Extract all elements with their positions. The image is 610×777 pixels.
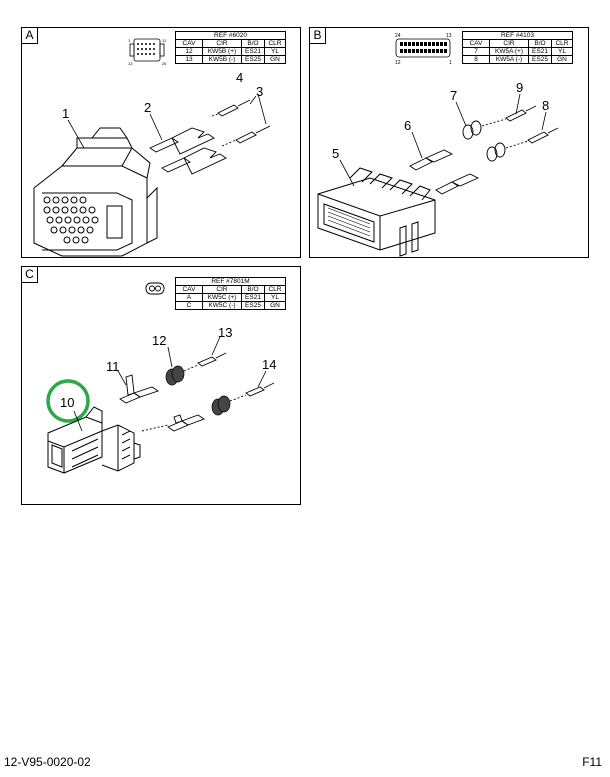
table-row: A KW5C (+) ES21 YL (175, 293, 286, 302)
seal-b (462, 120, 506, 162)
panel-b-label: B (310, 28, 326, 44)
ref-table-c: REF #7801M CAV CIR B/O CLR A KW5C (+) ES… (175, 277, 286, 310)
callout-13: 13 (218, 325, 232, 340)
pin-label: 13 (446, 33, 452, 39)
terminal-a (149, 127, 227, 175)
connector-housing-b (317, 167, 436, 257)
diagram-c: 10 11 12 13 14 (46, 282, 276, 474)
callout-6: 6 (404, 118, 411, 133)
highlight-circle (46, 379, 90, 423)
connector-face-icon-c (145, 282, 165, 295)
leader-lines-b (339, 93, 547, 187)
pin-label: 12 (395, 60, 401, 66)
page-code: F11 (582, 755, 602, 769)
callout-2: 2 (144, 100, 151, 115)
callout-8: 8 (542, 98, 549, 113)
table-row: 13 KW5B (-) ES25 GN (175, 55, 286, 64)
ref-table-b: REF #4103 CAV CIR B/O CLR 7 KW5A (+) ES2… (462, 31, 573, 64)
pin-label: 13 (128, 61, 133, 66)
panel-a: A REF #6020 CAV CIR B/O CLR 12 KW5B (+) … (21, 27, 301, 258)
pin-label: 1 (128, 38, 131, 43)
callout-9: 9 (516, 80, 523, 95)
connector-housing-c (47, 406, 141, 474)
callout-3: 3 (256, 84, 263, 99)
callout-5: 5 (332, 146, 339, 161)
callout-11: 11 (106, 359, 120, 374)
diagram-a: 1 12 13 26 (33, 38, 271, 257)
wire-c (141, 352, 275, 432)
diagram-b: 24 13 12 1 (317, 33, 559, 257)
pin-label: 24 (395, 33, 401, 39)
terminal-c (119, 374, 205, 432)
cell: GN (264, 301, 286, 310)
panel-c: C REF #7801M CAV CIR B/O CLR A KW5C (+) … (21, 266, 301, 505)
ref-table-a: REF #6020 CAV CIR B/O CLR 12 KW5B (+) ES… (175, 31, 286, 64)
cell: GN (551, 55, 573, 64)
callout-12: 12 (152, 333, 166, 348)
callout-4: 4 (236, 70, 243, 85)
panel-a-label: A (22, 28, 38, 44)
terminal-b (409, 149, 480, 195)
connector-face-icon-a (129, 38, 165, 62)
table-row: C KW5C (-) ES25 GN (175, 301, 286, 310)
callout-1: 1 (62, 106, 69, 121)
pin-label: 26 (162, 61, 167, 66)
callout-10: 10 (60, 395, 74, 410)
table-row: 8 KW5A (-) ES25 GN (462, 55, 573, 64)
leader-lines-c (73, 336, 267, 432)
connector-face-icon-b (395, 38, 451, 58)
panel-c-label: C (22, 267, 38, 283)
connector-housing-a (33, 127, 158, 257)
panel-b: B REF #4103 CAV CIR B/O CLR 7 KW5A (+) E… (309, 27, 589, 258)
pin-label: 1 (449, 60, 452, 66)
callout-7: 7 (450, 88, 457, 103)
leader-lines-a (67, 93, 267, 149)
wire-a (211, 99, 271, 147)
cell: GN (264, 55, 286, 64)
callout-14: 14 (262, 357, 276, 372)
document-number: 12-V95-0020-02 (4, 755, 91, 769)
seal-c (165, 365, 231, 416)
pin-label: 12 (162, 38, 167, 43)
